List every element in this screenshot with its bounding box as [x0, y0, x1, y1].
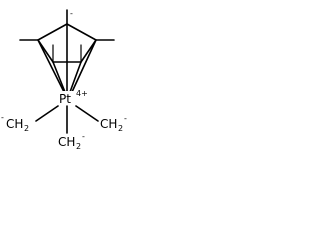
methylene-left: - CH 2 — [1, 113, 29, 133]
platinum-charge: 4+ — [76, 89, 88, 98]
methylene-right-charge: - — [124, 114, 127, 123]
pt-ch2-right-bond — [75, 105, 99, 122]
methylene-bottom-charge: - — [82, 132, 85, 141]
pt-ch2-left-bond — [35, 105, 59, 122]
methylene-left-charge: - — [1, 113, 4, 122]
pt-bond-left — [37, 39, 65, 93]
pt-bond-right — [71, 39, 97, 93]
methylene-left-label: CH — [6, 117, 23, 131]
ring-charge: - — [70, 9, 73, 18]
methylene-bottom-label: CH — [58, 135, 75, 149]
methylene-right-subscript: 2 — [118, 124, 123, 133]
platinum-atom: Pt 4+ — [58, 89, 88, 106]
chemical-structure: - Pt 4+ - CH 2 CH 2 - CH 2 - — [1, 9, 127, 151]
ring-bond-top-left — [37, 23, 68, 41]
methylene-left-subscript: 2 — [24, 124, 29, 133]
ring-methyl-groups — [19, 9, 115, 63]
pt-bond-front-right — [69, 61, 82, 93]
platinum-symbol: Pt — [59, 92, 71, 106]
platinum-ligand-bonds — [35, 105, 99, 134]
methylene-right: CH 2 - — [100, 114, 127, 133]
pt-bond-front-left — [52, 61, 66, 93]
ring-bond-top-right — [66, 23, 97, 41]
methylene-bottom: CH 2 - — [58, 132, 85, 151]
methylene-bottom-subscript: 2 — [76, 142, 81, 151]
methylene-right-label: CH — [100, 117, 117, 131]
ring-to-platinum-bonds — [37, 23, 97, 93]
